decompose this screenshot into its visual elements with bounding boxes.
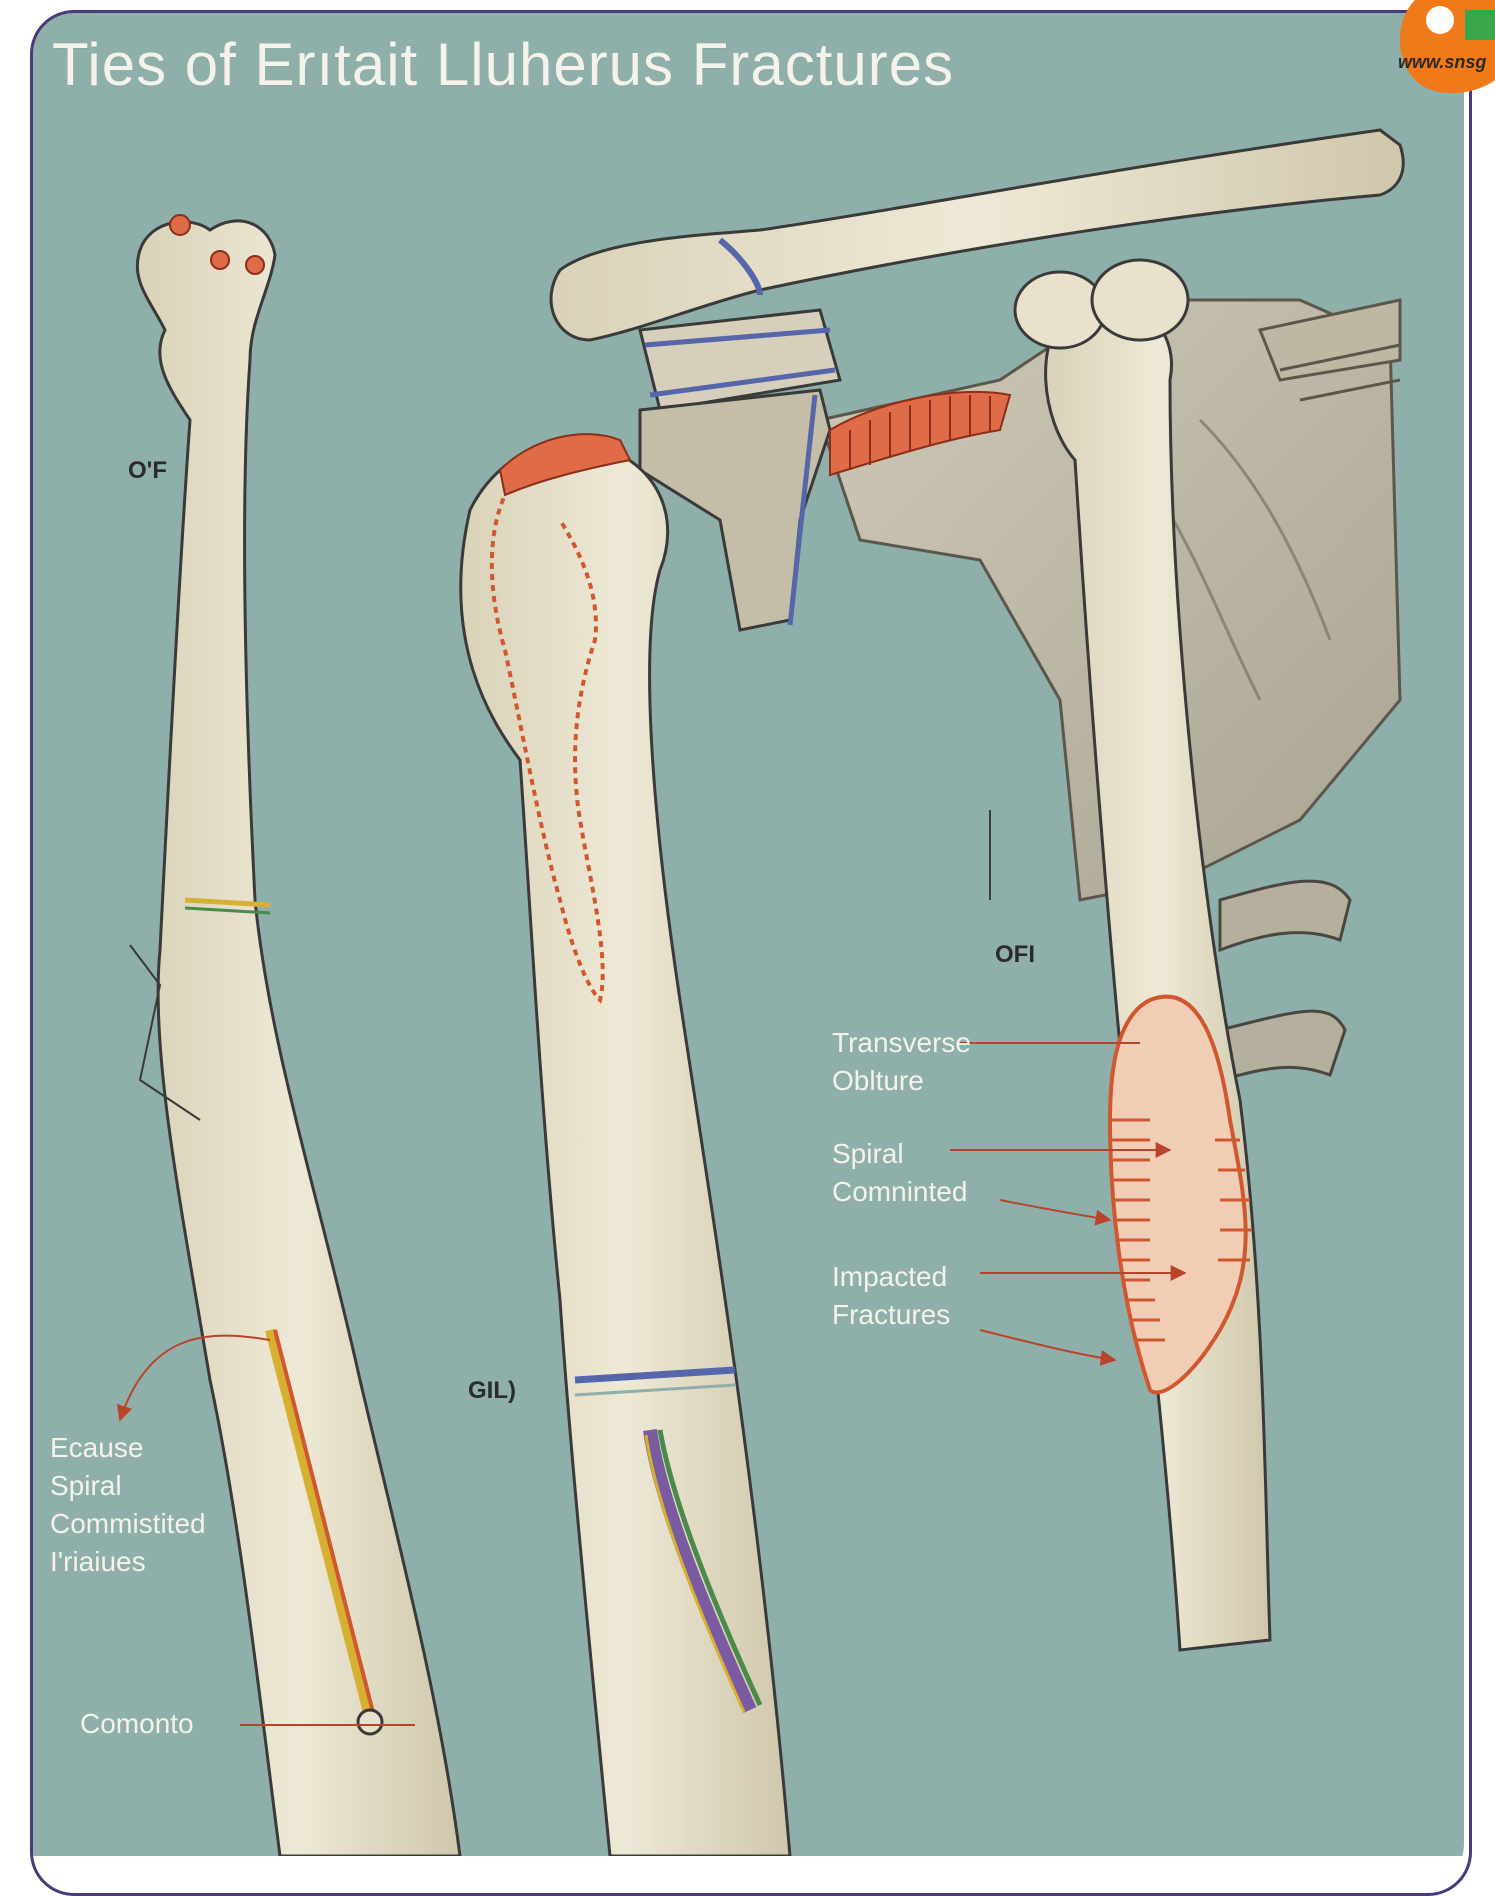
label-spiral: Spiral Comninted (832, 1135, 967, 1211)
page-title: Ties of Erıtait Lluherus Fractures (52, 30, 954, 99)
watermark-url: www.snsg (1398, 52, 1486, 73)
label-ecause-line4: I'riaiues (50, 1543, 206, 1581)
label-impacted-line2: Fractures (832, 1296, 950, 1334)
label-ofi-right: OFI (995, 936, 1035, 974)
label-of-left: O'F (128, 452, 167, 490)
label-transverse-line2: Oblture (832, 1062, 971, 1100)
label-ecause-line2: Spiral (50, 1467, 206, 1505)
label-gil-middle: GIL) (468, 1372, 516, 1410)
label-comonto: Comonto (80, 1705, 194, 1743)
label-transverse: Transverse Oblture (832, 1024, 971, 1100)
label-ecause-line3: Commistited (50, 1505, 206, 1543)
label-spiral-line1: Spiral (832, 1135, 967, 1173)
panel-frame (30, 10, 1472, 1896)
label-ecause-line1: Ecause (50, 1429, 206, 1467)
label-impacted-line1: Impacted (832, 1258, 950, 1296)
watermark-logo (1395, 0, 1495, 100)
label-impacted: Impacted Fractures (832, 1258, 950, 1334)
label-spiral-line2: Comninted (832, 1173, 967, 1211)
label-transverse-line1: Transverse (832, 1024, 971, 1062)
label-ecause: Ecause Spiral Commistited I'riaiues (50, 1429, 206, 1581)
